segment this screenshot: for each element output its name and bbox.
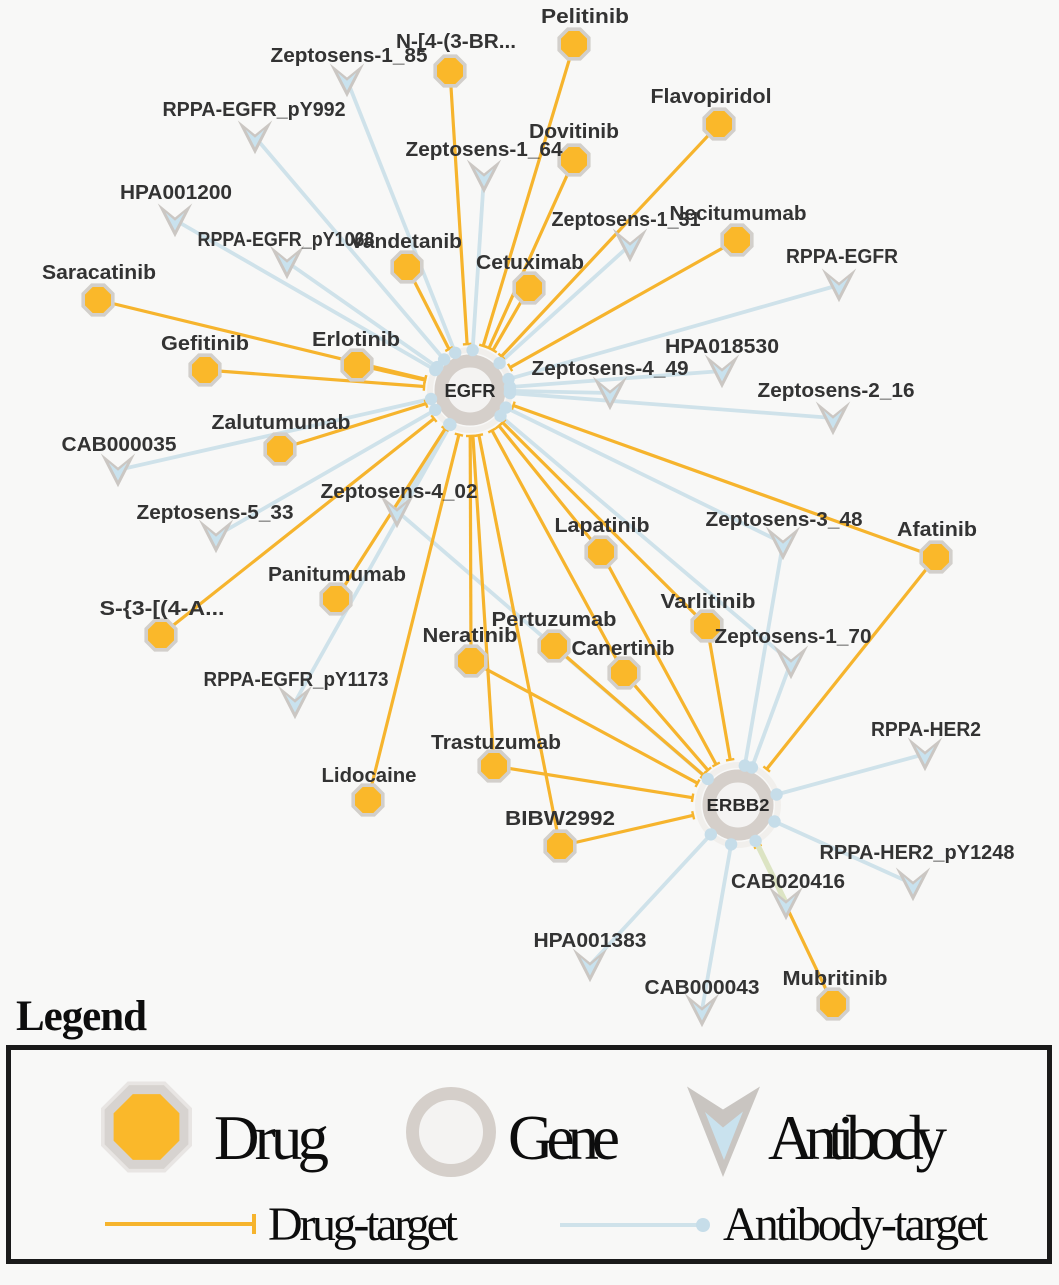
svg-text:CAB020416: CAB020416 xyxy=(731,871,845,893)
svg-text:N-[4-(3-BR...: N-[4-(3-BR... xyxy=(396,31,516,53)
svg-text:Zeptosens-5_33: Zeptosens-5_33 xyxy=(137,502,294,524)
svg-text:HPA018530: HPA018530 xyxy=(665,336,779,358)
svg-text:Necitumumab: Necitumumab xyxy=(670,203,807,225)
svg-text:Zeptosens-1_70: Zeptosens-1_70 xyxy=(715,626,872,648)
svg-text:Neratinib: Neratinib xyxy=(423,625,518,647)
svg-text:RPPA-EGFR: RPPA-EGFR xyxy=(786,246,899,268)
svg-text:Antibody-target: Antibody-target xyxy=(723,1198,989,1251)
svg-text:HPA001200: HPA001200 xyxy=(120,182,232,204)
svg-text:Pelitinib: Pelitinib xyxy=(541,6,629,28)
svg-text:ERBB2: ERBB2 xyxy=(707,795,770,815)
svg-text:Zeptosens-4_49: Zeptosens-4_49 xyxy=(532,358,689,380)
svg-text:EGFR: EGFR xyxy=(445,380,496,401)
svg-text:Antibody: Antibody xyxy=(768,1103,948,1173)
svg-text:Pertuzumab: Pertuzumab xyxy=(492,609,617,631)
svg-text:Cetuximab: Cetuximab xyxy=(476,252,584,274)
svg-text:Varlitinib: Varlitinib xyxy=(661,591,756,613)
svg-text:Zeptosens-4_02: Zeptosens-4_02 xyxy=(321,481,478,503)
svg-text:Drug-target: Drug-target xyxy=(268,1198,459,1251)
svg-text:Zeptosens-2_16: Zeptosens-2_16 xyxy=(758,380,915,402)
svg-text:Trastuzumab: Trastuzumab xyxy=(431,732,561,754)
svg-text:Afatinib: Afatinib xyxy=(897,519,977,541)
svg-text:RPPA-EGFR_pY1173: RPPA-EGFR_pY1173 xyxy=(204,669,389,691)
svg-text:Zeptosens-3_48: Zeptosens-3_48 xyxy=(706,509,863,531)
svg-text:Erlotinib: Erlotinib xyxy=(312,329,400,351)
svg-text:RPPA-HER2: RPPA-HER2 xyxy=(871,719,981,741)
svg-text:HPA001383: HPA001383 xyxy=(534,930,647,952)
svg-text:CAB000035: CAB000035 xyxy=(62,434,177,456)
svg-text:RPPA-EGFR_pY992: RPPA-EGFR_pY992 xyxy=(163,99,346,121)
svg-text:Dovitinib: Dovitinib xyxy=(529,121,619,143)
svg-text:Zalutumumab: Zalutumumab xyxy=(212,412,351,434)
svg-text:Zeptosens-1_31: Zeptosens-1_31 xyxy=(552,209,701,231)
svg-text:Flavopiridol: Flavopiridol xyxy=(651,86,772,108)
svg-text:Lapatinib: Lapatinib xyxy=(555,515,650,537)
svg-text:Gefitinib: Gefitinib xyxy=(161,333,249,355)
svg-text:CAB000043: CAB000043 xyxy=(645,977,760,999)
svg-text:Gene: Gene xyxy=(508,1103,620,1173)
svg-text:Lidocaine: Lidocaine xyxy=(322,765,417,787)
svg-text:Zeptosens-1_85: Zeptosens-1_85 xyxy=(271,45,428,67)
svg-text:Canertinib: Canertinib xyxy=(572,638,675,660)
svg-text:Mubritinib: Mubritinib xyxy=(783,968,888,990)
svg-text:Panitumumab: Panitumumab xyxy=(268,564,406,586)
svg-text:Zeptosens-1_64: Zeptosens-1_64 xyxy=(406,139,564,161)
svg-text:S-{3-[(4-A...: S-{3-[(4-A... xyxy=(100,598,225,620)
svg-text:BIBW2992: BIBW2992 xyxy=(505,808,615,830)
svg-text:Drug: Drug xyxy=(214,1103,329,1173)
svg-text:RPPA-HER2_pY1248: RPPA-HER2_pY1248 xyxy=(820,842,1015,864)
svg-text:Saracatinib: Saracatinib xyxy=(42,262,156,284)
svg-text:RPPA-EGFR_pY1068: RPPA-EGFR_pY1068 xyxy=(198,229,375,251)
svg-text:Vandetanib: Vandetanib xyxy=(350,231,462,253)
svg-text:Legend: Legend xyxy=(16,993,147,1040)
